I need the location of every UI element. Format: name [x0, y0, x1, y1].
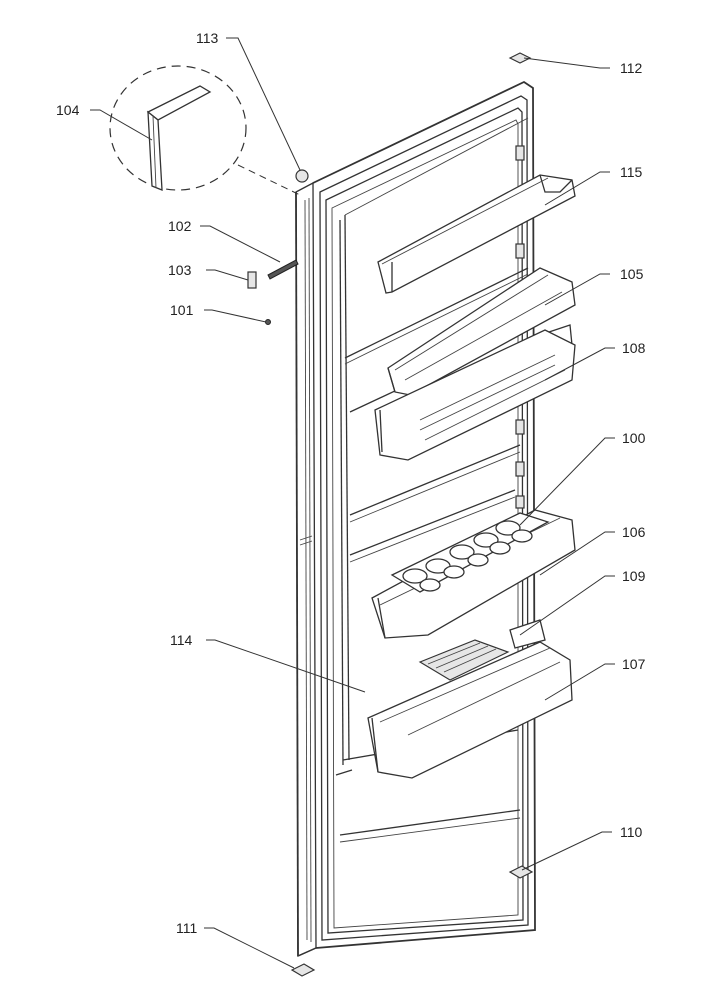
screw-101: [265, 319, 271, 325]
callout-111: 111: [176, 920, 197, 936]
callout-109: 109: [622, 568, 646, 584]
hinge-pin-111: [290, 963, 316, 977]
callout-106: 106: [622, 524, 646, 540]
door-frame: [295, 80, 536, 957]
shelf-107: [367, 619, 573, 779]
callout-108: 108: [622, 340, 646, 356]
callout-110: 110: [620, 824, 643, 840]
bracket-103: [247, 271, 257, 289]
hinge-pin-112: [508, 52, 532, 64]
rod-102: [267, 259, 299, 280]
callout-labels: 113 112 104 115 102 103 105 101 108 100 …: [56, 30, 646, 936]
egg-tray-100: [390, 512, 550, 593]
callout-102: 102: [168, 218, 192, 234]
callout-105: 105: [620, 266, 644, 282]
shelf-115: [377, 174, 576, 294]
leader-lines: [90, 37, 615, 969]
callout-101: 101: [170, 302, 194, 318]
callout-114: 114: [170, 632, 193, 648]
callout-103: 103: [168, 262, 192, 278]
shelf-108: [374, 329, 576, 461]
detail-circle-104: [109, 65, 301, 196]
grille-109: [418, 639, 510, 681]
callout-115: 115: [620, 164, 643, 180]
callout-107: 107: [622, 656, 646, 672]
hinge-pin-113: [295, 169, 309, 183]
callout-104: 104: [56, 102, 80, 118]
hinge-pin-110: [508, 865, 534, 879]
callout-113: 113: [196, 30, 219, 46]
callout-100: 100: [622, 430, 646, 446]
callout-112: 112: [620, 60, 643, 76]
